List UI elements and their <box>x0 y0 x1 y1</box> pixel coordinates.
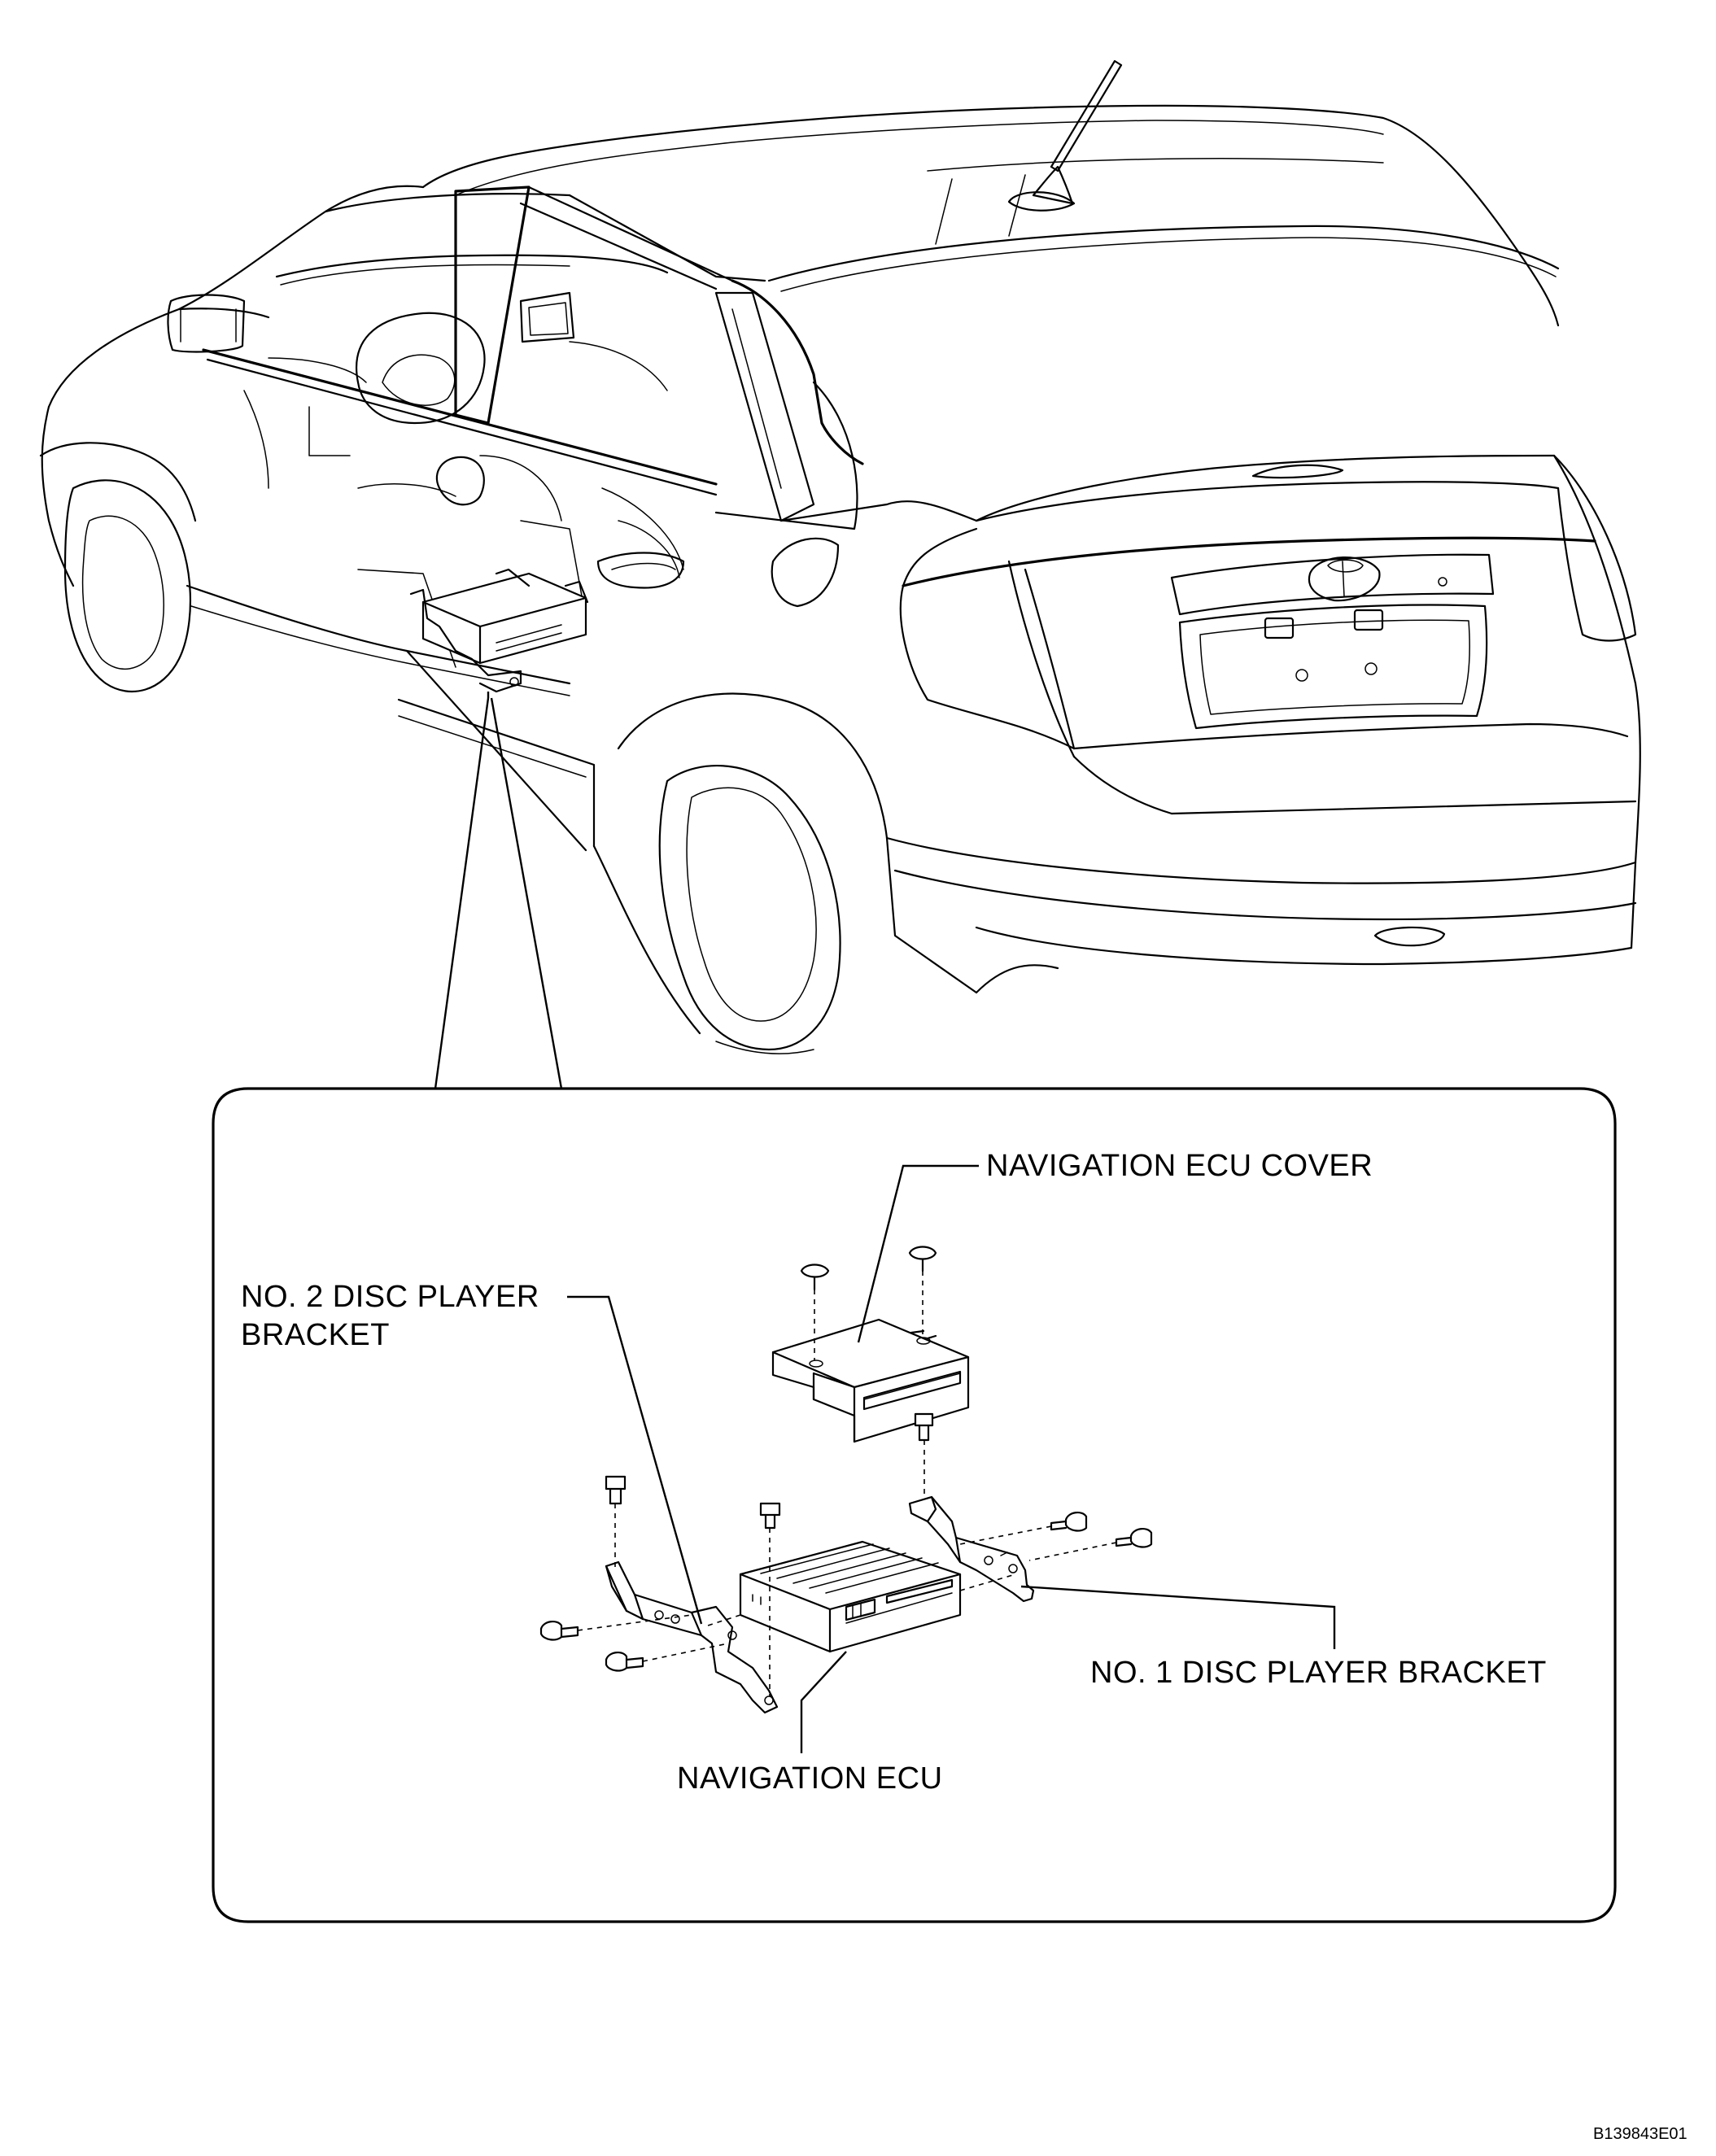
label-navigation-ecu: NAVIGATION ECU <box>677 1761 943 1796</box>
detail-frame <box>212 1087 1617 1923</box>
leader-navigation-ecu <box>800 1651 847 1753</box>
rear-wheel-arch <box>617 692 889 840</box>
leader-no2-bracket <box>567 1295 703 1625</box>
bolt-side-right-upper <box>959 1512 1088 1545</box>
navigation-ecu-part <box>739 1540 962 1653</box>
bolt-side-right-lower <box>1028 1528 1153 1561</box>
side-mirror <box>167 294 246 353</box>
callout-leader-right <box>490 697 563 1089</box>
label-no2-disc-player-bracket-line2: BRACKET <box>241 1318 390 1352</box>
label-no2-disc-player-bracket-line1: NO. 2 DISC PLAYER <box>241 1280 539 1314</box>
cover-clip-left <box>800 1263 830 1360</box>
bolt-bracket-upper-left <box>605 1475 627 1570</box>
front-fender <box>41 405 75 587</box>
bolt-cover-lower <box>914 1412 934 1504</box>
no1-disc-player-bracket-part <box>908 1495 1035 1603</box>
bolt-side-left-upper <box>539 1614 692 1641</box>
no2-disc-player-bracket-part <box>605 1560 779 1714</box>
rear-bumper <box>885 836 1637 884</box>
cover-clip-right <box>908 1246 937 1338</box>
leader-navigation-ecu-cover <box>857 1164 979 1343</box>
license-plate-area <box>1178 604 1488 730</box>
front-hood <box>47 185 425 408</box>
roof-antenna <box>1007 59 1123 212</box>
label-navigation-ecu-cover: NAVIGATION ECU COVER <box>986 1149 1373 1183</box>
toyota-emblem <box>1308 556 1381 602</box>
bolt-side-left-lower <box>605 1643 729 1672</box>
roof-outline <box>421 104 1560 327</box>
rear-wheel <box>658 765 841 1051</box>
callout-leader-left <box>434 697 490 1089</box>
vehicle-illustration <box>39 59 1641 1054</box>
exhaust-tip <box>1373 926 1446 947</box>
front-wheel <box>63 479 192 693</box>
rear-garnish <box>1170 553 1495 616</box>
navigation-ecu-cover-part <box>771 1318 970 1443</box>
figure-code: B139843E01 <box>1593 2125 1688 2143</box>
rear-hatch <box>975 454 1637 685</box>
rear-door-handle <box>596 552 685 589</box>
ecu-installed-location <box>409 568 589 698</box>
bolt-ecu-top <box>759 1502 781 1696</box>
steering-wheel <box>356 312 486 425</box>
fuel-door <box>771 537 840 608</box>
leader-no1-bracket <box>1020 1585 1336 1649</box>
seat-headrest <box>435 456 485 506</box>
label-no1-disc-player-bracket: NO. 1 DISC PLAYER BRACKET <box>1090 1656 1547 1690</box>
